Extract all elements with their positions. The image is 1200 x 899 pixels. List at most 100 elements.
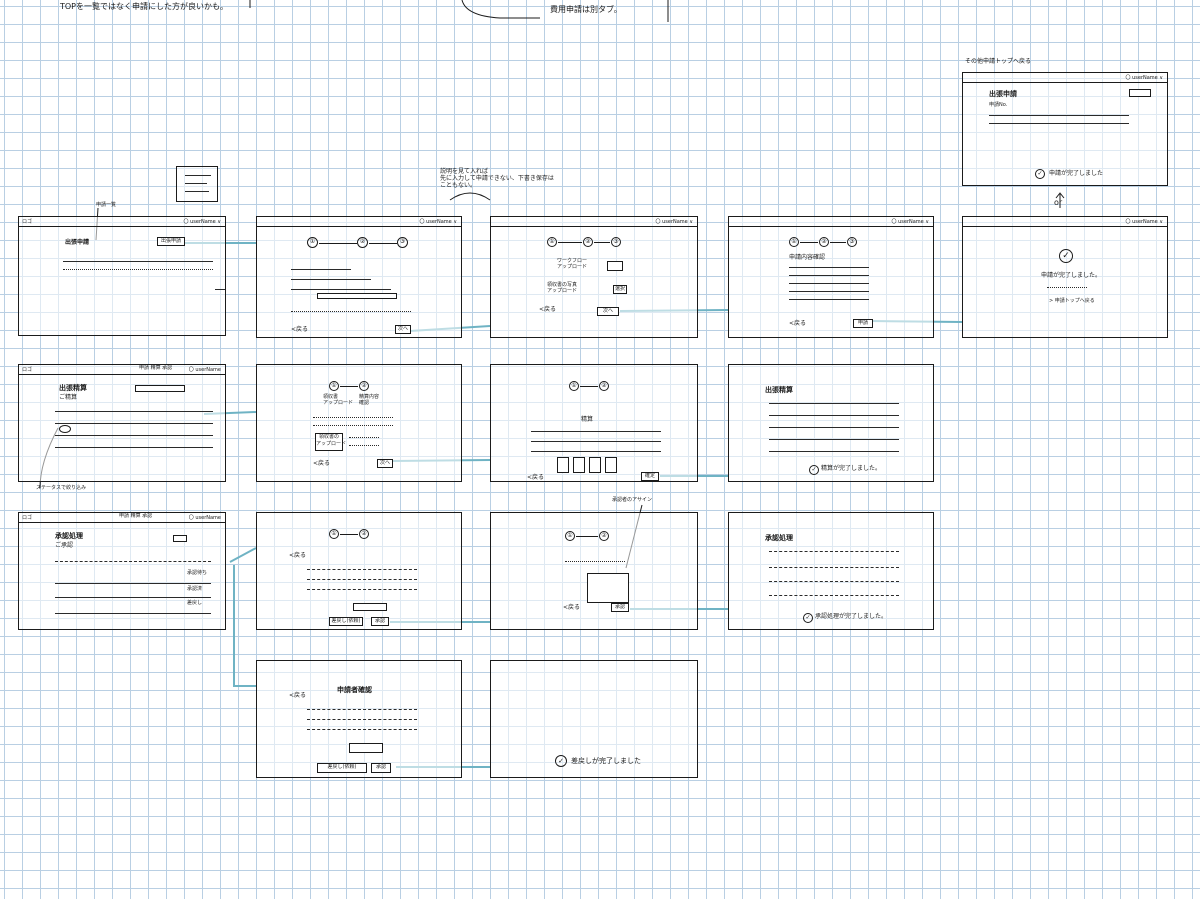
step-2: ② [599,531,609,541]
complete-message: 申請が完了しました。 [1041,272,1102,279]
back-link[interactable]: <戻る [527,474,545,481]
step-3: ③ [611,237,621,247]
frame-title: 出張申請 [989,90,1017,98]
nav-tabs[interactable]: 申請 精算 承認 [139,365,173,371]
receipt-thumb-3 [589,457,601,473]
text-field[interactable] [317,293,397,299]
note-annotation-r3: 承認者のアサイン [612,497,653,503]
account-menu[interactable]: 〇 userName ∨ [419,219,458,225]
account-menu[interactable]: 〇 userName ∨ [891,219,930,225]
search-field[interactable] [173,535,187,542]
status-awaiting: 承認待ち [187,570,208,576]
connector-r3a-r3b [229,547,257,563]
action-button[interactable] [1129,89,1151,97]
reject-button[interactable]: 差戻し(依頼) [317,763,367,773]
step-2: ② [819,237,829,247]
complete-message: 申請が完了しました [1049,170,1104,177]
frame-receipt-upload-step: 〇 userName ∨ ① ② ③ ワークフロー アップロード 領収書の写真 … [490,216,698,338]
receipt-thumb-4 [605,457,617,473]
back-link[interactable]: <戻る [289,692,307,699]
reject-button[interactable]: 差戻し(依頼) [329,617,363,626]
status-returned: 差戻し [187,600,203,606]
frame-title: 承認処理 [55,532,83,540]
frame-subtitle: ご承認 [55,542,74,549]
frame-trip-request-top: ロゴ 〇 userName ∨ 出張申請 出張申請 [18,216,226,336]
confirm-button[interactable]: 確定 [641,472,659,481]
frame-requester-review: 申請者確認 <戻る 差戻し(依頼) 承認 [256,660,462,778]
frame-confirm-step: 〇 userName ∨ ① ② ③ 申請内容確認 <戻る 申請 [728,216,934,338]
note-middle-top: 説明を見て入れば 先に入力して申請できない、下書き保存は こともない。 [440,168,554,190]
request-no-label: 申請No. [989,102,1008,108]
sketch-arrow-f3 [449,192,491,201]
step-1: ① [307,237,318,248]
comment-field[interactable] [349,743,383,753]
next-button[interactable]: 次へ [395,325,411,334]
step-3: ③ [847,237,857,247]
next-button[interactable]: 次へ [377,459,393,468]
sketch-bracket-top2 [461,0,540,19]
upload-label-2: 領収書の写真 アップロード [547,282,578,294]
approve-button[interactable]: 承認 [371,763,391,773]
frame-title: 申請者確認 [337,686,372,694]
back-to-top-link[interactable]: > 申請トップへ戻る [1049,298,1095,304]
comment-field[interactable] [353,603,387,611]
note-top-left: TOPを一覧ではなく申請にした方が良いかも。 [60,2,229,11]
step-1-label: 領収書 アップロード [323,394,354,406]
frame-request-complete-alt: 〇 userName ∨ 出張申請 申請No. ✓ 申請が完了しました [962,72,1168,186]
account-menu[interactable]: 〇 userName ∨ [1125,75,1164,81]
sticky-note-sketch [176,166,218,202]
step-1: ① [569,381,579,391]
account-menu[interactable]: 〇 userName ∨ [1125,219,1164,225]
note-top-center: 費用申請は別タブ。 [550,5,622,14]
back-link[interactable]: <戻る [313,460,331,467]
account-menu[interactable]: 〇 userName ∨ [183,219,222,225]
account-menu[interactable]: 〇 userName [188,515,221,521]
receipt-thumb-1 [557,457,569,473]
step-2: ② [599,381,609,391]
back-link[interactable]: <戻る [789,320,807,327]
search-field[interactable] [135,385,185,392]
connector-r3a-r4a [233,565,256,687]
nav-tabs[interactable]: 申請 精算 承認 [119,513,153,519]
sketch-arrow-up [1055,192,1065,208]
confirm-title: 申請内容確認 [789,254,826,261]
upload-button[interactable]: 領収書の アップロード [315,433,346,451]
check-icon: ✓ [809,465,819,475]
frame-request-complete: 〇 userName ∨ ✓ 申請が完了しました。 > 申請トップへ戻る [962,216,1168,338]
logo: ロゴ [22,515,33,521]
note-or: or [1054,198,1063,207]
filter-toggle[interactable] [59,425,71,433]
back-link[interactable]: <戻る [563,604,581,611]
step-2: ② [359,529,369,539]
back-link[interactable]: <戻る [289,552,307,559]
account-menu[interactable]: 〇 userName ∨ [655,219,694,225]
step-1: ① [547,237,557,247]
back-link[interactable]: <戻る [539,306,557,313]
frame-title: 承認処理 [765,534,793,542]
trip-request-button[interactable]: 出張申請 [157,237,185,246]
frame-settlement-complete: 出張精算 ✓ 精算が完了しました。 [728,364,934,482]
submit-button[interactable]: 申請 [853,319,873,328]
frame-trip-settlement-top: ロゴ 申請 精算 承認 〇 userName 出張精算 ご精算 [18,364,226,482]
step-1: ① [789,237,799,247]
frame-approval-review: ① ② <戻る 差戻し(依頼) 承認 [256,512,462,630]
frame-title: 出張申請 [65,239,90,246]
step-1: ① [565,531,575,541]
logo: ロゴ [22,367,33,373]
approve-button[interactable]: 承認 [611,603,629,612]
complete-message: 差戻しが完了しました [571,757,641,765]
step-2: ② [359,381,369,391]
back-link[interactable]: <戻る [291,326,309,333]
step-2: ② [357,237,368,248]
approver-dropdown[interactable] [587,573,629,603]
frame-subtitle: ご精算 [59,394,78,401]
account-menu[interactable]: 〇 userName [188,367,221,373]
approve-button[interactable]: 承認 [371,617,389,626]
check-icon: ✓ [803,613,813,623]
next-button[interactable]: 次へ [597,307,619,316]
upload-button-1[interactable] [607,261,623,271]
settlement-title: 精算 [581,416,594,423]
receipt-thumb-2 [573,457,585,473]
step-3: ③ [397,237,408,248]
select-button[interactable]: 選択 [613,285,627,294]
